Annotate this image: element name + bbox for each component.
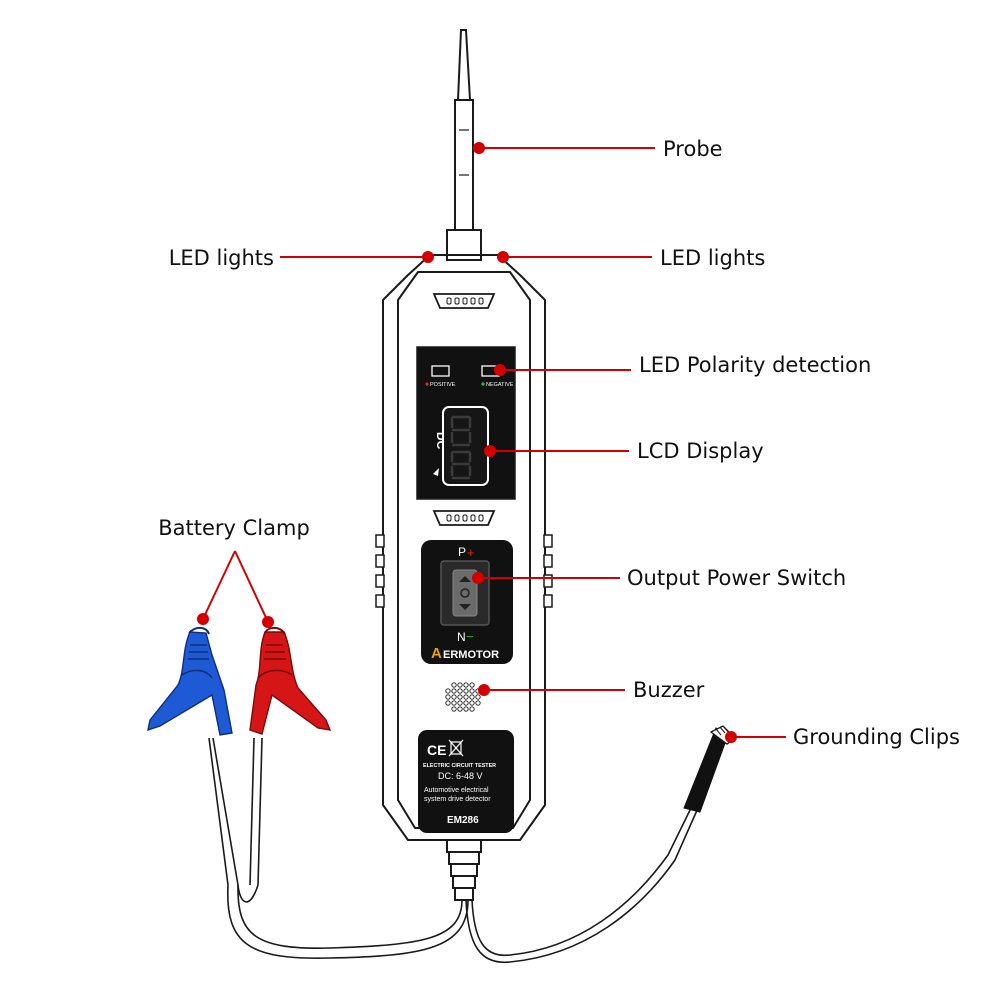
strain-relief	[446, 839, 482, 901]
callout-buzzer: Buzzer	[478, 678, 705, 702]
label-grounding: Grounding Clips	[793, 725, 960, 749]
switch-panel: P + N − A ERMOTOR	[421, 540, 513, 664]
callout-lcd: LCD Display	[484, 439, 764, 463]
label-led-left: LED lights	[169, 246, 274, 270]
top-vent	[432, 293, 496, 309]
power-rocker-switch[interactable]	[440, 560, 490, 626]
ce-mark: CE	[427, 742, 446, 758]
positive-label: POSITIVE	[430, 382, 456, 388]
label-lcd: LCD Display	[637, 439, 764, 463]
label-led-right: LED lights	[660, 246, 765, 270]
callout-switch: Output Power Switch	[472, 566, 846, 590]
callout-battery: Battery Clamp	[158, 516, 310, 628]
side-ribs	[375, 534, 553, 608]
info-plate: CE ELECTRIC CIRCUIT TESTER DC: 6-48 V Au…	[418, 730, 514, 833]
plate-desc-1: Automotive electrical	[424, 787, 489, 794]
brand-logo-mark: A	[431, 645, 442, 662]
callout-led-right: LED lights	[497, 246, 765, 270]
p-sign: +	[467, 545, 475, 560]
label-polarity: LED Polarity detection	[639, 353, 871, 377]
negative-label: NEGATIVE	[486, 382, 514, 388]
brand-name: ERMOTOR	[443, 649, 499, 661]
plate-title: ELECTRIC CIRCUIT TESTER	[423, 763, 496, 769]
blue-battery-clamp	[147, 626, 233, 736]
callout-grounding: Grounding Clips	[725, 725, 960, 749]
label-battery: Battery Clamp	[158, 516, 310, 540]
p-label: P	[458, 545, 466, 559]
buzzer-grille	[445, 682, 481, 712]
callout-led-left: LED lights	[169, 246, 434, 270]
tester-body	[375, 254, 553, 841]
label-buzzer: Buzzer	[633, 678, 705, 702]
weee-bin-icon	[448, 739, 464, 757]
n-sign: −	[466, 629, 474, 644]
mid-vent	[432, 510, 496, 526]
probe-tip	[446, 29, 482, 261]
callout-probe: Probe	[473, 137, 723, 161]
cables	[208, 737, 699, 964]
n-label: N	[457, 630, 466, 644]
label-switch: Output Power Switch	[627, 566, 846, 590]
plate-desc-2: system drive detector	[424, 796, 491, 803]
plate-range: DC: 6-48 V	[438, 771, 483, 781]
lcd-screen	[442, 406, 489, 486]
plate-model: EM286	[447, 815, 479, 826]
red-battery-clamp	[249, 626, 332, 735]
callout-polarity: LED Polarity detection	[494, 353, 871, 377]
label-probe: Probe	[663, 137, 723, 161]
